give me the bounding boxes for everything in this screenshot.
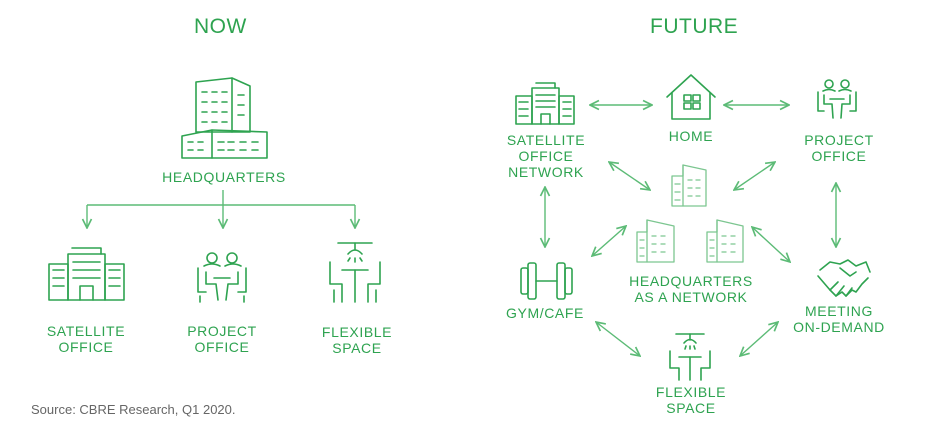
hq-tower-icon-left <box>636 219 675 263</box>
future-gym-cafe-label: GYM/CAFE <box>506 305 584 321</box>
future-home-label: HOME <box>668 128 714 144</box>
house-icon <box>666 74 716 120</box>
now-flexible-space-label: FLEXIBLE SPACE <box>321 324 393 356</box>
future-connectors <box>545 105 836 356</box>
future-hq-network-label: HEADQUARTERS AS A NETWORK <box>629 273 753 305</box>
future-satellite-network-label: SATELLITE OFFICE NETWORK <box>506 132 586 180</box>
future-title: FUTURE <box>650 15 739 38</box>
hq-tower-icon-top <box>671 164 707 207</box>
future-office-block-icon <box>515 82 575 125</box>
now-meeting-people-icon <box>197 252 247 303</box>
dumbbell-icon <box>520 262 573 300</box>
future-flexible-desk-icon <box>669 333 711 381</box>
now-headquarters-label: HEADQUARTERS <box>162 169 286 185</box>
now-title: NOW <box>194 15 247 38</box>
handshake-icon <box>817 259 871 297</box>
now-connectors <box>87 190 355 228</box>
now-hq-building-icon <box>181 77 268 159</box>
now-office-block-icon <box>48 247 125 301</box>
future-project-office-label: PROJECT OFFICE <box>804 132 874 164</box>
now-satellite-office-label: SATELLITE OFFICE <box>46 323 126 355</box>
now-flexible-desk-icon <box>329 242 381 303</box>
now-project-office-label: PROJECT OFFICE <box>187 323 257 355</box>
future-meeting-label: MEETING ON-DEMAND <box>793 303 885 335</box>
future-flexible-space-label: FLEXIBLE SPACE <box>655 384 727 416</box>
hq-tower-icon-right <box>706 219 744 263</box>
source-note: Source: CBRE Research, Q1 2020. <box>31 402 236 417</box>
future-meeting-people-icon <box>817 79 857 119</box>
